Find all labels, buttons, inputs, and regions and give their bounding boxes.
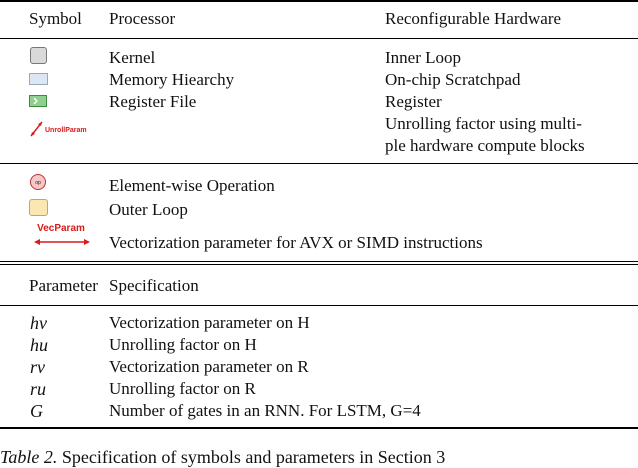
section1-rule — [0, 163, 638, 164]
row-unroll-hardware-line2: ple hardware compute blocks — [385, 136, 585, 155]
vec-param-arrow-icon: VecParam — [32, 221, 92, 251]
param-symbol-hu: hu — [30, 335, 48, 355]
table-caption: Table 2. Specification of symbols and pa… — [0, 447, 445, 468]
row-register-hardware: Register — [385, 92, 442, 111]
unroll-param-label: UnrollParam — [45, 127, 87, 134]
register-file-icon — [29, 94, 47, 107]
vec-param-label: VecParam — [37, 223, 85, 234]
memory-hierarchy-rect-icon — [29, 73, 48, 85]
header-hardware: Reconfigurable Hardware — [385, 9, 562, 28]
header-rule — [0, 38, 638, 39]
param-spec-hu: Unrolling factor on H — [109, 335, 257, 354]
header-processor: Processor — [109, 9, 176, 28]
param-spec-ru: Unrolling factor on R — [109, 379, 256, 398]
param-header-rule — [0, 305, 638, 306]
caption-text: Specification of symbols and parameters … — [61, 447, 446, 467]
top-rule — [0, 0, 638, 2]
row-kernel-hardware: Inner Loop — [385, 48, 462, 67]
unroll-param-arrow-icon: UnrollParam — [28, 116, 98, 140]
param-symbol-ru: ru — [30, 379, 47, 399]
outer-loop-square-icon — [29, 199, 48, 216]
row-vec-param: Vectorization parameter for AVX or SIMD … — [109, 233, 483, 252]
caption-label: Table 2. — [0, 447, 58, 467]
row-memory-hardware: On-chip Scratchpad — [385, 70, 521, 89]
row-outer-loop: Outer Loop — [109, 200, 188, 219]
row-register-processor: Register File — [109, 92, 197, 111]
param-header-specification: Specification — [109, 276, 199, 295]
row-memory-processor: Memory Hiearchy — [109, 70, 235, 89]
param-header-parameter: Parameter — [29, 276, 98, 295]
op-label: op — [35, 180, 41, 186]
param-symbol-g: G — [30, 401, 43, 421]
param-spec-hv: Vectorization parameter on H — [109, 313, 310, 332]
param-spec-rv: Vectorization parameter on R — [109, 357, 309, 376]
section2-rule-b — [0, 264, 638, 265]
row-unroll-hardware-line1: Unrolling factor using multi- — [385, 114, 582, 133]
header-symbol: Symbol — [29, 9, 82, 28]
element-wise-op-circle-icon: op — [29, 173, 47, 191]
param-spec-g: Number of gates in an RNN. For LSTM, G=4 — [109, 401, 421, 420]
bottom-rule — [0, 427, 638, 429]
row-kernel-processor: Kernel — [109, 48, 156, 67]
row-element-wise: Element-wise Operation — [109, 176, 275, 195]
kernel-square-icon — [30, 47, 47, 64]
param-symbol-hv: hv — [30, 313, 47, 333]
param-symbol-rv: rv — [30, 357, 45, 377]
section2-rule-a — [0, 261, 638, 262]
